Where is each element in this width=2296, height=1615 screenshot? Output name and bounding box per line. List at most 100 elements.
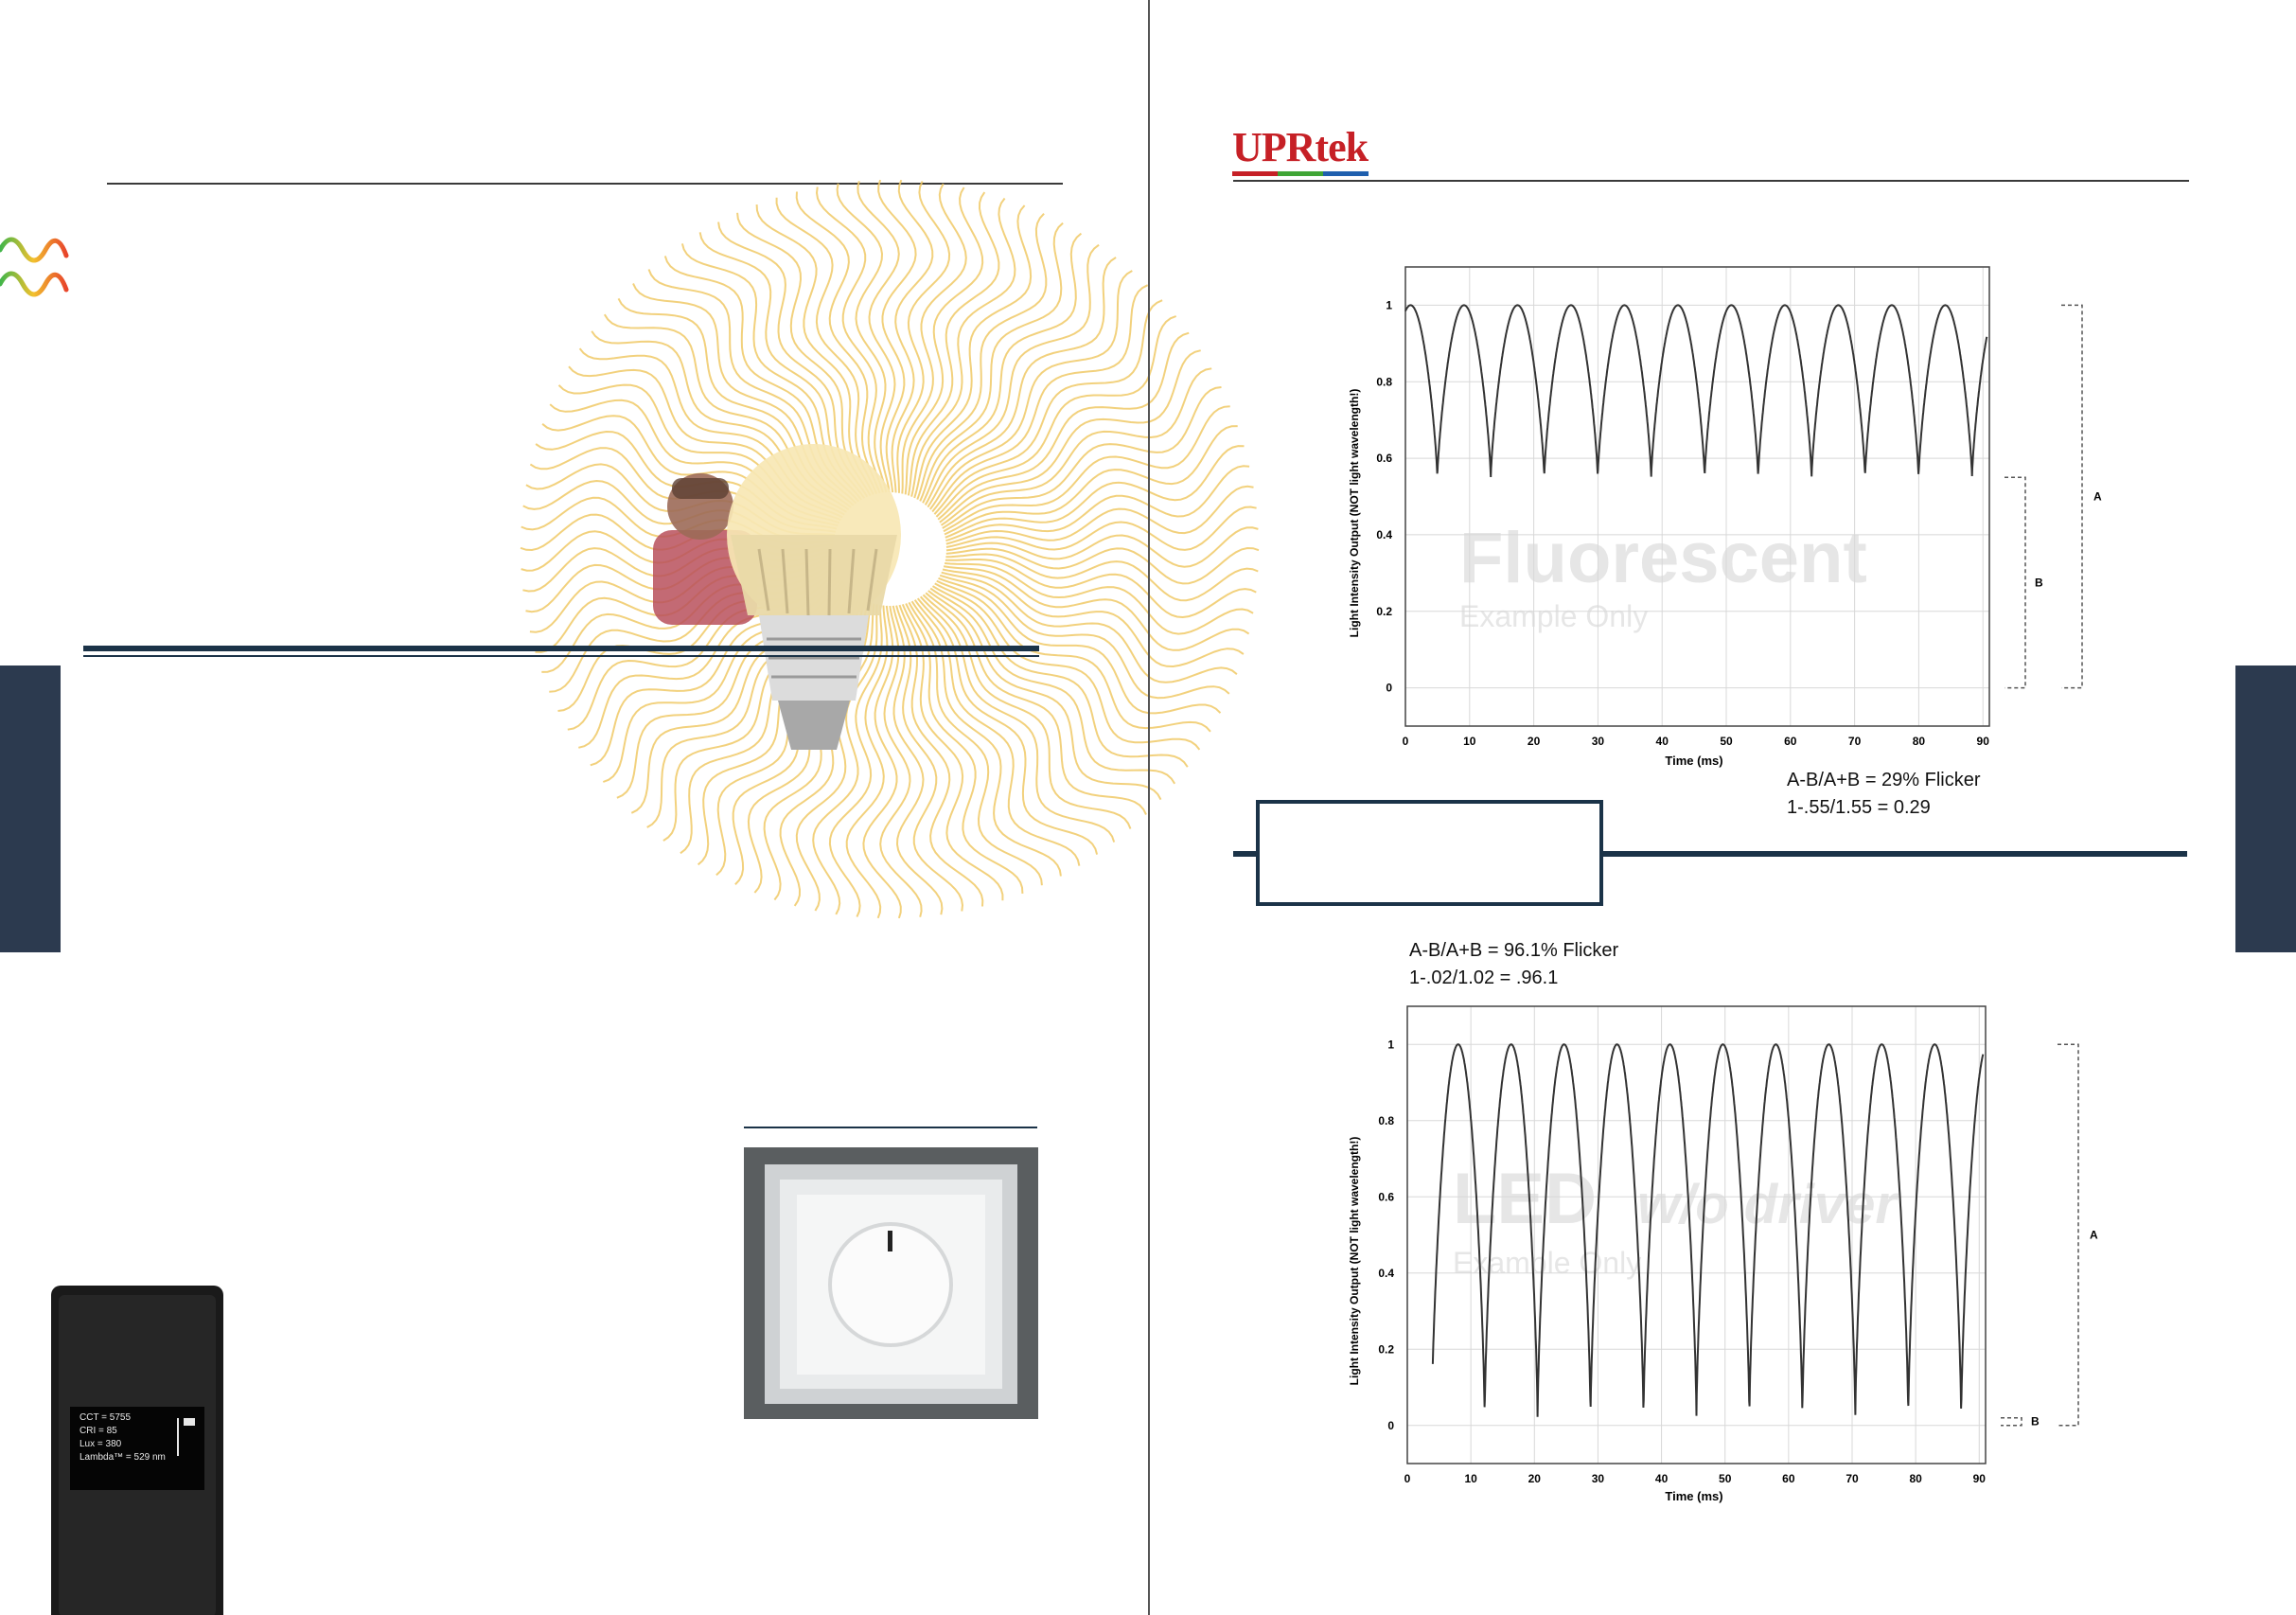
y-tick-label: 0.4: [1378, 1267, 1394, 1280]
x-tick-label: 70: [1848, 735, 1862, 748]
sunburst-line: [941, 571, 1238, 683]
dimmer-photo-rule: [744, 1127, 1037, 1128]
x-tick-label: 90: [1977, 735, 1990, 748]
chart2-formula-2: 1-.02/1.02 = .96.1: [1409, 967, 1559, 988]
y-tick-label: 0.8: [1376, 375, 1392, 388]
x-tick-label: 80: [1913, 735, 1926, 748]
sunburst-line: [907, 191, 1000, 496]
y-tick-label: 0.8: [1378, 1114, 1394, 1127]
sunburst-line: [945, 506, 1257, 551]
sunburst-line: [845, 605, 889, 919]
y-tick-label: 0.2: [1378, 1342, 1394, 1356]
x-tick-label: 10: [1463, 735, 1476, 748]
sunburst-line: [901, 604, 1004, 901]
led-bulb: [727, 444, 901, 750]
left-section-rule-thin: [83, 655, 1039, 657]
x-tick-label: 40: [1655, 1472, 1669, 1485]
bracket-b: [2001, 1416, 2022, 1427]
chart-watermark-italic: w/o driver: [1637, 1174, 1899, 1235]
sunburst-line: [931, 585, 1189, 768]
sunburst-line: [916, 213, 1048, 500]
sunburst-line: [775, 197, 878, 494]
sunburst-line: [898, 604, 984, 907]
x-tick-label: 20: [1528, 1472, 1542, 1485]
sunburst-line: [942, 386, 1222, 529]
sunburst-line: [896, 181, 951, 493]
right-header-rule: [1233, 180, 2189, 182]
x-tick-label: 20: [1528, 735, 1541, 748]
sunburst-line: [943, 405, 1230, 533]
x-tick-label: 30: [1592, 1472, 1605, 1485]
sunburst-line: [936, 579, 1211, 733]
sunburst-line: [945, 562, 1254, 635]
sunburst-line: [945, 546, 1260, 585]
plot-frame: [1404, 266, 1990, 727]
sunburst-line: [924, 243, 1100, 506]
chart2-formula-1: A-B/A+B = 96.1% Flicker: [1409, 940, 1619, 961]
y-axis-label: Light Intensity Output (NOT light wavele…: [1348, 389, 1361, 638]
x-tick-label: 70: [1846, 1472, 1859, 1485]
sunburst-line: [945, 445, 1245, 539]
dimmer-switch-photo: [744, 1147, 1038, 1419]
sunburst-line: [945, 526, 1259, 568]
y-tick-label: 0.4: [1376, 528, 1392, 541]
person-silhouette: [653, 473, 757, 625]
sunburst-line: [891, 179, 934, 493]
right-section-rule: [1233, 851, 2187, 857]
sunburst-line: [901, 183, 967, 494]
chart1-formula-2: 1-.55/1.55 = 0.29: [1787, 797, 1931, 818]
sunburst-line: [919, 222, 1064, 502]
sunburst-line: [828, 605, 883, 917]
sunburst-line: [940, 367, 1212, 526]
y-tick-label: 0: [1386, 682, 1392, 695]
sunburst-line: [795, 191, 881, 494]
chart1-formula-1: A-B/A+B = 29% Flicker: [1787, 770, 1981, 790]
sunburst-line: [904, 186, 984, 495]
logo-bar-green: [1278, 171, 1323, 176]
sunburst-line: [944, 425, 1238, 536]
bracket-b-label: B: [2031, 1415, 2040, 1429]
left-header-rule: [107, 183, 1063, 185]
y-tick-label: 1: [1386, 298, 1392, 311]
sunburst-line: [939, 574, 1230, 700]
x-tick-label: 40: [1656, 735, 1669, 748]
y-tick-label: 1: [1387, 1038, 1394, 1051]
x-tick-label: 90: [1973, 1472, 1987, 1485]
wave-icon: [0, 237, 69, 297]
sunburst-line: [937, 331, 1190, 521]
sunburst-line: [877, 179, 917, 493]
y-tick-label: 0.2: [1376, 605, 1392, 618]
sunburst-line: [919, 595, 1116, 843]
sunburst-line: [931, 284, 1149, 513]
x-tick-label: 60: [1784, 735, 1797, 748]
bracket-a-label: A: [2093, 490, 2102, 504]
chart-watermark-sub: Example Only: [1459, 599, 1648, 633]
sunburst-line: [938, 577, 1222, 715]
sunburst-line: [934, 582, 1201, 751]
waveform-series: [1404, 304, 1988, 478]
chart-watermark-sub: Example Only: [1453, 1246, 1641, 1280]
sunburst-line: [942, 568, 1245, 668]
meter-lux: Lux = 380: [79, 1439, 122, 1449]
sunburst-line: [910, 600, 1062, 877]
sunburst-line: [857, 181, 900, 493]
sunburst-line: [935, 315, 1177, 518]
sunburst-line: [910, 197, 1016, 497]
bracket-b: [2005, 476, 2026, 689]
sunburst-line: [913, 204, 1033, 499]
y-tick-label: 0.6: [1378, 1190, 1394, 1203]
sunburst-line: [916, 597, 1099, 855]
x-tick-label: 0: [1403, 735, 1409, 748]
sunburst-line: [945, 465, 1250, 542]
x-tick-label: 0: [1404, 1472, 1411, 1485]
x-axis-label: Time (ms): [1665, 1489, 1722, 1503]
sunburst-line: [933, 299, 1163, 515]
logo-bar-blue: [1323, 171, 1369, 176]
meter-cri: CRI = 85: [79, 1426, 117, 1436]
left-section-rule: [83, 646, 1039, 651]
x-tick-label: 30: [1592, 735, 1605, 748]
sunburst-line: [925, 592, 1147, 815]
chart-watermark: Fluorescent: [1459, 518, 1867, 598]
bracket-a-label: A: [2090, 1229, 2098, 1242]
